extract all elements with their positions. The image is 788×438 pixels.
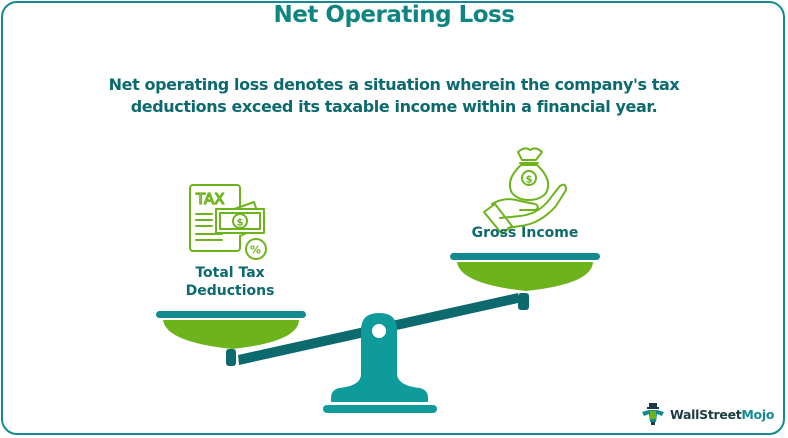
mascot-icon xyxy=(642,403,664,425)
svg-text:$: $ xyxy=(237,218,244,229)
hand-money-bag-icon: $ xyxy=(483,147,567,235)
tax-document-cash-percent-icon: TAX $ % xyxy=(189,184,267,260)
svg-text:%: % xyxy=(250,244,261,257)
page-title: Net Operating Loss xyxy=(273,2,515,28)
scale-fulcrum xyxy=(323,313,437,413)
definition-text: Net operating loss denotes a situation w… xyxy=(108,75,680,116)
left-pan xyxy=(156,311,306,366)
gross-income-label: Gross Income xyxy=(471,225,579,241)
svg-text:$: $ xyxy=(526,175,533,186)
svg-text:TAX: TAX xyxy=(195,190,225,208)
total-tax-deductions-label: Total Tax Deductions xyxy=(185,265,275,299)
brand-name: WallStreetMojo xyxy=(670,406,775,422)
right-pan xyxy=(450,253,600,310)
wallstreetmojo-logo: WallStreetMojo xyxy=(640,402,774,426)
